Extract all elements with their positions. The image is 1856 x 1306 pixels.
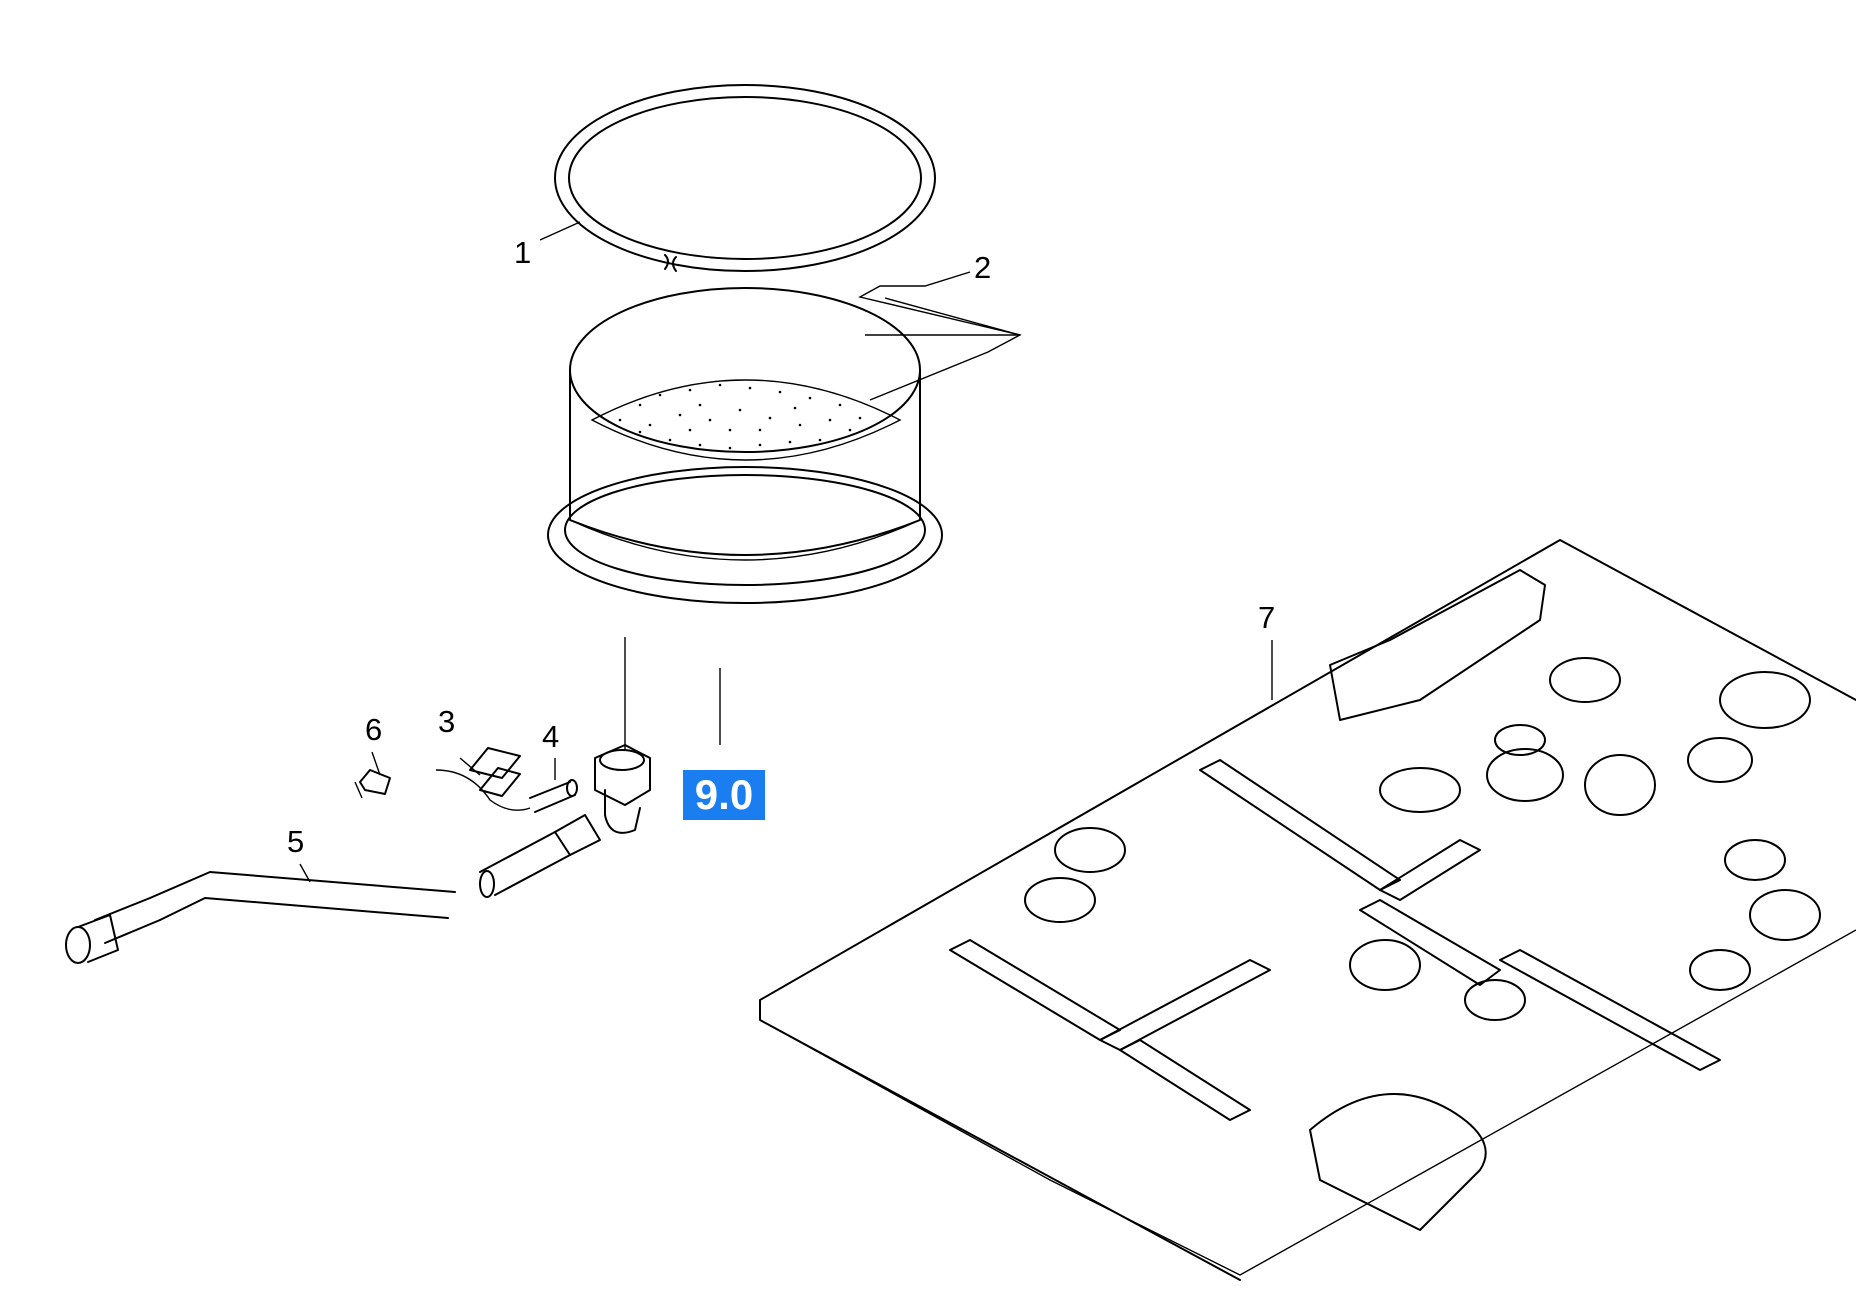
callout-7: 7 [1258, 600, 1275, 635]
callout-3: 3 [438, 704, 455, 739]
leader-lines [299, 221, 1273, 883]
callout-4: 4 [542, 719, 559, 754]
clip-part-6 [354, 769, 391, 799]
callout-1: 1 [514, 235, 531, 270]
callout-2: 2 [974, 250, 991, 285]
hose-part-5 [65, 744, 651, 964]
filter-media-texture [618, 383, 862, 450]
bracket-part-3 [435, 747, 531, 811]
callout-5: 5 [287, 824, 304, 859]
filter-cartridge-part-2 [547, 287, 943, 604]
ring-part-1 [554, 84, 936, 272]
base-plate-part-7 [759, 539, 1856, 1281]
callout-6: 6 [365, 712, 382, 747]
sleeve-part-4 [529, 779, 578, 813]
callout-labels: 1 2 3 4 5 6 7 [287, 235, 1275, 859]
reference-badge[interactable]: 9.0 [683, 770, 765, 820]
